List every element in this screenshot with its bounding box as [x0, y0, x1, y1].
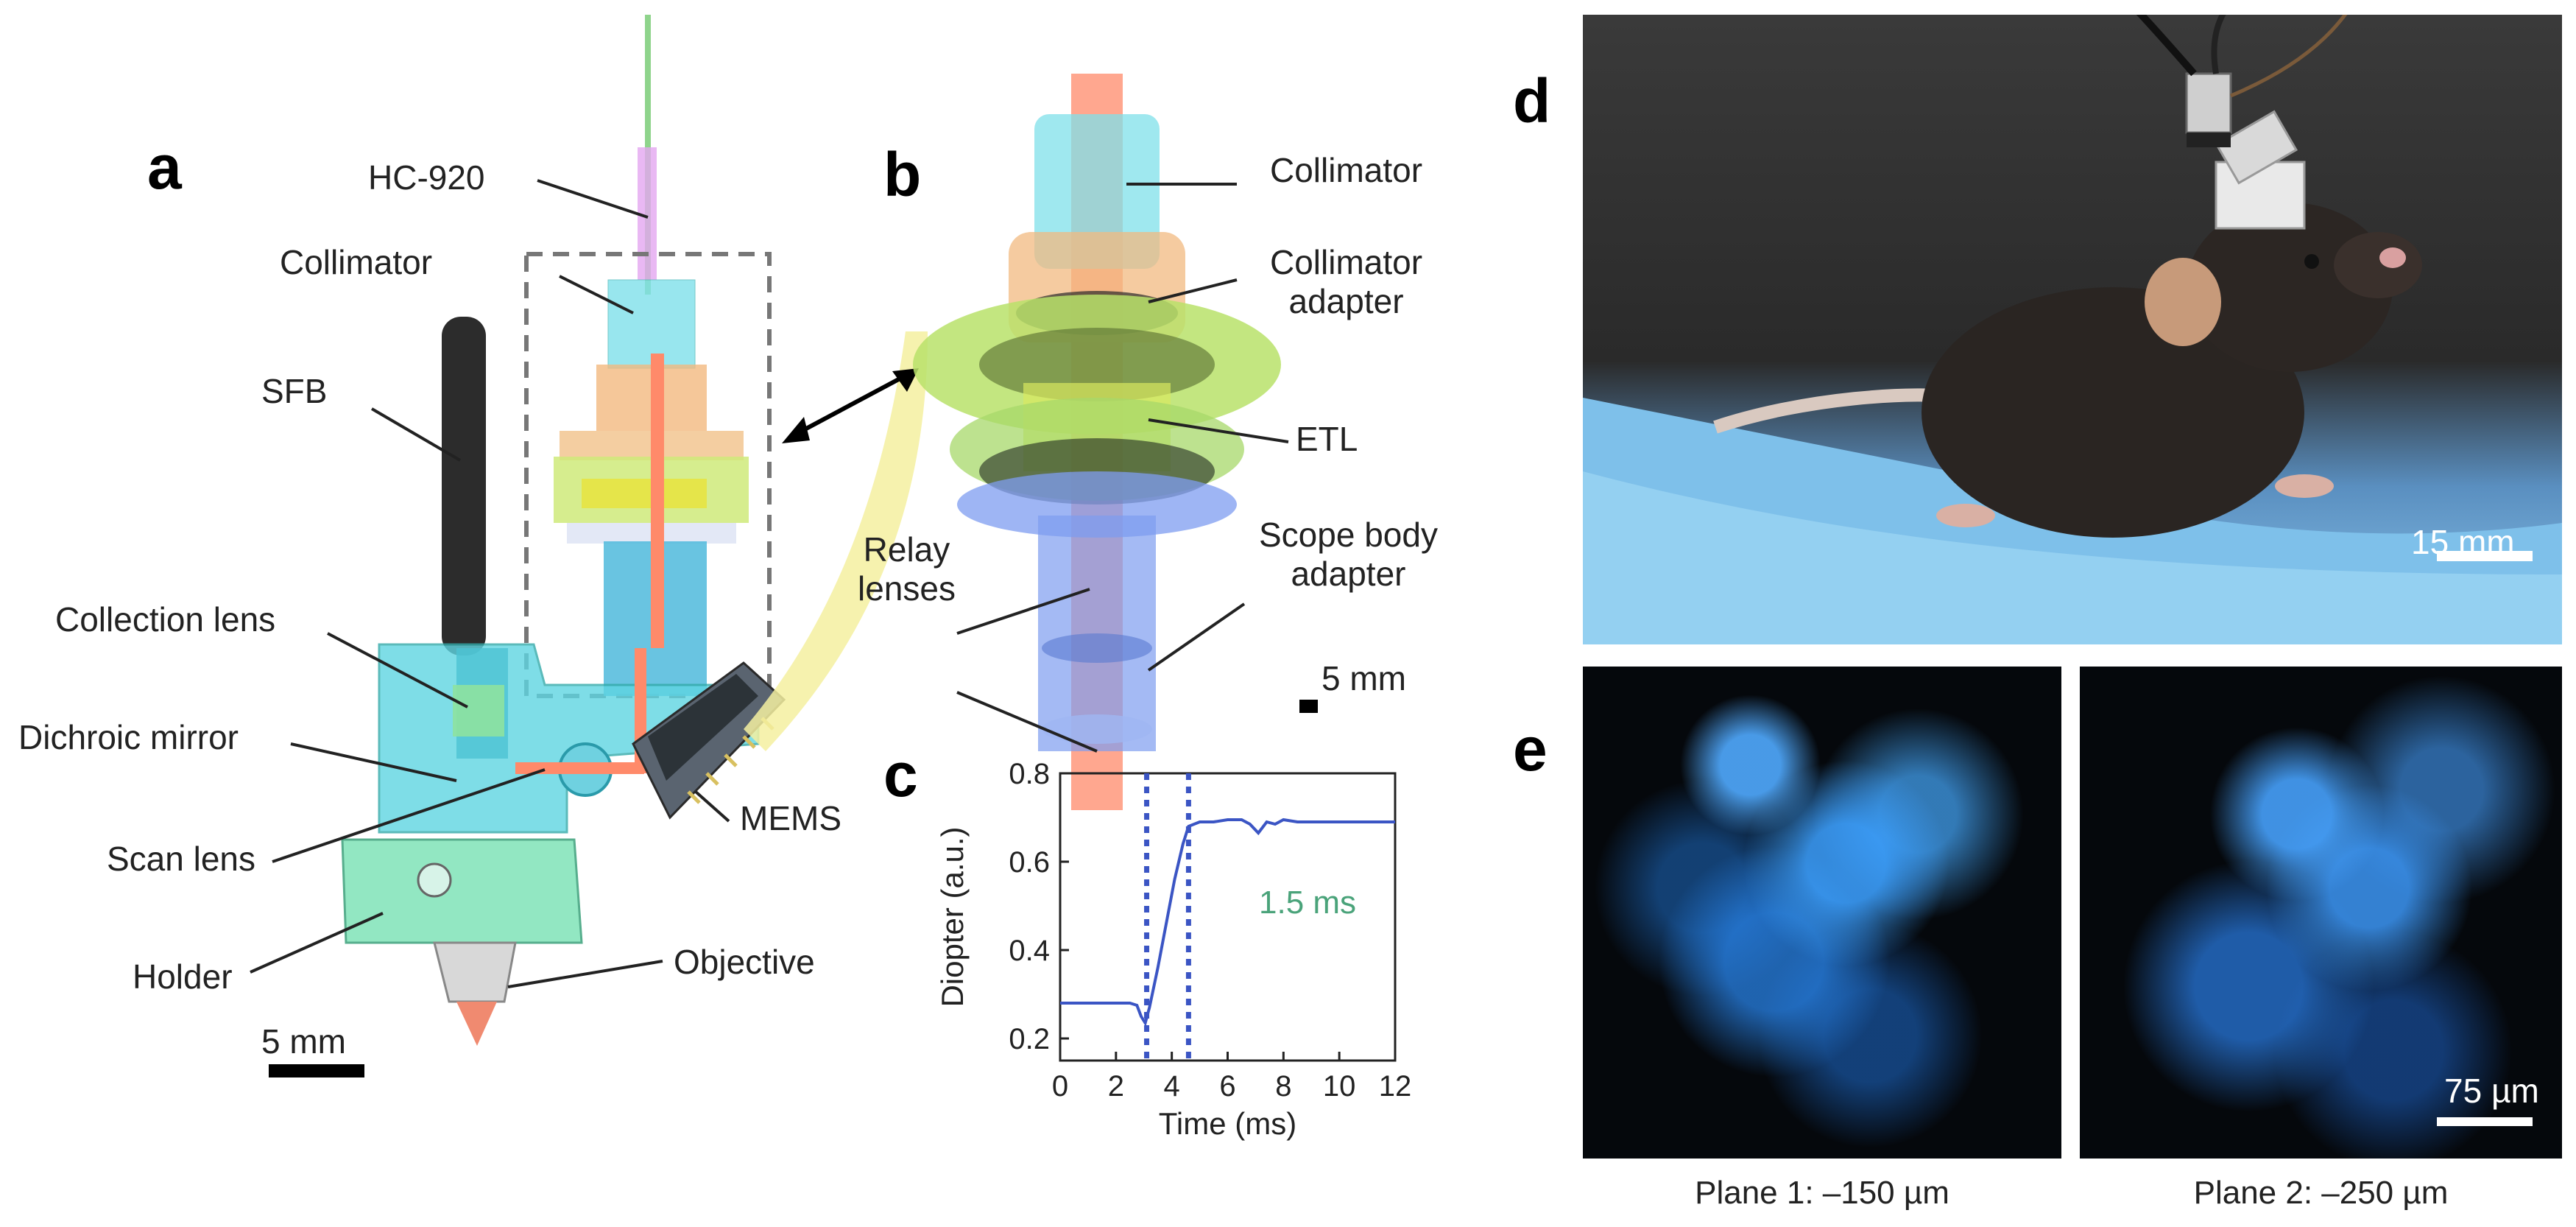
label-collection-lens: Collection lens	[55, 600, 276, 639]
panel-label-c: c	[883, 740, 918, 809]
scale-label-e: 75 µm	[2444, 1072, 2539, 1110]
label-scope-body-adapter-line2: adapter	[1291, 554, 1406, 593]
caption-plane-1: Plane 1: –150 µm	[1695, 1175, 1949, 1211]
label-collimator-a: Collimator	[280, 243, 433, 281]
x-tick-label: 10	[1323, 1070, 1356, 1103]
panel-b-exploded	[913, 74, 1281, 810]
label-mems: MEMS	[740, 799, 841, 837]
label-relay-lenses-line1: Relay	[863, 530, 950, 569]
label-relay-lenses: Relay lenses	[858, 530, 956, 608]
label-scope-body-adapter-line1: Scope body	[1259, 516, 1438, 554]
x-tick-label: 8	[1275, 1070, 1291, 1103]
connector-arrow	[744, 331, 928, 751]
panel-label-d: d	[1513, 66, 1551, 136]
x-tick-label: 2	[1108, 1070, 1124, 1103]
y-tick-label: 0.6	[1009, 846, 1050, 879]
label-holder: Holder	[133, 957, 233, 996]
plane-2-scale-bar	[2437, 1117, 2533, 1126]
label-collimator-adapter: Collimator adapter	[1270, 243, 1422, 321]
panel-label-a: a	[147, 133, 182, 202]
label-dichroic-mirror: Dichroic mirror	[18, 718, 239, 756]
x-axis-label: Time (ms)	[1159, 1106, 1296, 1141]
panel-a-schematic	[250, 15, 786, 1077]
label-hc920: HC-920	[368, 158, 485, 197]
plane-1-image	[1583, 667, 2061, 1159]
chart-series	[1060, 818, 1395, 1027]
label-etl: ETL	[1296, 420, 1358, 458]
label-scope-body-adapter: Scope body adapter	[1259, 516, 1438, 594]
scale-label-d: 15 mm	[2411, 523, 2515, 561]
y-tick-label: 0.2	[1009, 1023, 1050, 1055]
mouse-illustration	[1583, 15, 2562, 644]
panel-label-b: b	[883, 140, 922, 209]
panel-label-e: e	[1513, 714, 1548, 784]
caption-plane-2: Plane 2: –250 µm	[2193, 1175, 2449, 1211]
label-collimator-adapter-line2: adapter	[1288, 281, 1404, 320]
x-tick-label: 12	[1379, 1070, 1412, 1103]
label-collimator-b: Collimator	[1270, 151, 1423, 189]
label-sfb: SFB	[261, 372, 328, 410]
label-objective: Objective	[674, 943, 815, 981]
mouse-photo	[1583, 15, 2562, 644]
y-axis-label: Diopter (a.u.)	[935, 826, 970, 1007]
label-collimator-adapter-line1: Collimator	[1270, 243, 1423, 281]
x-tick-label: 0	[1052, 1070, 1068, 1103]
x-tick-label: 6	[1219, 1070, 1235, 1103]
series-line	[1060, 818, 1395, 1027]
x-tick-label: 4	[1164, 1070, 1180, 1103]
y-tick-label: 0.4	[1009, 935, 1050, 967]
scale-label-b: 5 mm	[1321, 659, 1406, 697]
label-relay-lenses-line2: lenses	[858, 569, 956, 608]
plane-2-image	[2080, 667, 2562, 1159]
y-tick-label: 0.8	[1009, 758, 1050, 790]
scale-label-a: 5 mm	[261, 1022, 346, 1061]
panel-b-leaders	[956, 183, 1318, 753]
label-scan-lens: Scan lens	[107, 840, 256, 878]
chart-annotation: 1.5 ms	[1259, 885, 1356, 921]
